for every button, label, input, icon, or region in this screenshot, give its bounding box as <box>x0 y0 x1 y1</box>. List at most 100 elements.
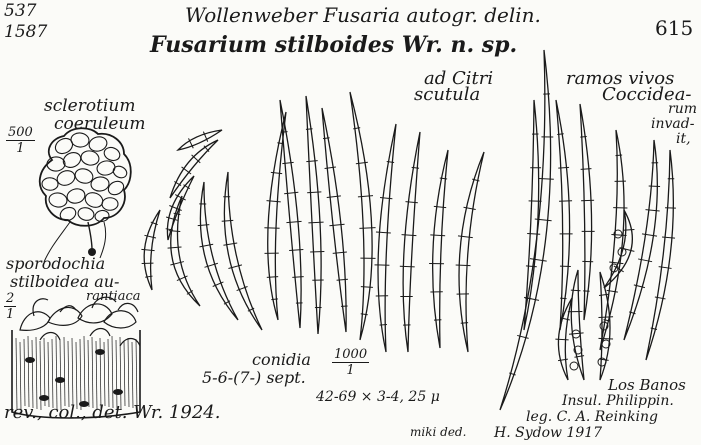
conidium-septum <box>433 205 447 209</box>
bark-hatch-line <box>27 335 30 408</box>
bark-hatch-line <box>119 336 122 411</box>
conidium <box>169 139 219 199</box>
conidium-septum <box>609 261 624 265</box>
conidium-septum <box>641 233 658 237</box>
conidium-septum <box>289 248 304 252</box>
sclerotium-cell <box>84 192 104 208</box>
conidium <box>455 151 485 353</box>
conidium-septum <box>336 278 348 281</box>
conidium-septum <box>360 286 373 288</box>
chlamydospore <box>573 345 583 355</box>
conidium-septum <box>306 160 318 163</box>
bark-spot <box>39 395 49 401</box>
sclerotium-cell <box>41 177 59 191</box>
conidium-outline <box>570 269 585 381</box>
conidium-outline <box>623 139 658 341</box>
plate-number: 615 <box>655 16 694 40</box>
conidium <box>579 103 595 321</box>
conidium-septum <box>560 317 570 321</box>
conidium-septum <box>623 228 635 231</box>
sporodochium-tuft <box>19 311 51 331</box>
conidium-septum <box>570 289 581 292</box>
conidium-outline <box>645 149 675 361</box>
bark-hatch-line <box>107 338 110 408</box>
revision-line: rev., col., det. Wr. 1924. <box>4 402 221 423</box>
label-sporodochia: sporodochia <box>6 254 106 273</box>
conidium-septum <box>580 136 587 138</box>
species-title: Fusarium stilboides Wr. n. sp. <box>150 32 518 58</box>
sporodochium-tuft <box>59 305 77 313</box>
conidium <box>141 209 161 291</box>
conidium-septum <box>286 220 302 224</box>
conidium <box>305 95 325 335</box>
conidium-septum <box>236 286 248 292</box>
conidium-septum <box>401 234 417 237</box>
chlamydospore <box>569 361 579 371</box>
conidium-outline <box>402 131 421 353</box>
conidium-septum <box>359 227 376 229</box>
label-sclerotium: sclerotium <box>44 96 136 116</box>
conidium-septum <box>661 236 676 239</box>
conidium <box>645 149 676 361</box>
label-miki-ded: miki ded. <box>410 425 467 439</box>
bark-hatch-line <box>31 339 34 409</box>
bark-hatch-line <box>15 337 18 410</box>
bark-hatch-line <box>79 338 82 411</box>
conidium-outline <box>377 123 397 353</box>
sclerotium-cell <box>112 165 128 179</box>
bark-hatch-line <box>115 339 118 410</box>
conidium-septum <box>606 289 618 293</box>
conidium-septum <box>167 246 182 249</box>
chlamydospore <box>597 357 607 367</box>
conidium-septum <box>538 178 554 180</box>
conidium <box>399 131 421 353</box>
conidium-septum <box>472 178 480 182</box>
chlamydospore <box>617 247 627 257</box>
conidia-drawings <box>141 49 676 411</box>
chlamydospore <box>571 329 581 339</box>
bark-spot <box>113 389 123 395</box>
collection-number-top: 537 <box>4 1 37 21</box>
bark-hatch-line <box>43 337 46 407</box>
label-locality-2: Insul. Philippin. <box>562 393 674 409</box>
conidium-septum <box>141 248 155 252</box>
conidium-septum <box>145 275 153 278</box>
label-septation: 5-6-(7-) sept. <box>202 368 306 387</box>
bark-hatch-line <box>135 338 138 410</box>
conidium-outline <box>458 151 485 353</box>
bark-hatch-line <box>67 340 70 408</box>
sclerotium-cell <box>74 168 94 184</box>
conidium-septum <box>529 258 547 262</box>
conidium <box>429 149 449 349</box>
conidium <box>264 111 287 321</box>
conidium-septum <box>357 195 374 198</box>
sclerotium-cell <box>80 150 100 166</box>
sclerotium-cells <box>41 132 128 223</box>
conidium-septum <box>247 307 255 312</box>
conidium <box>167 195 201 307</box>
conidium-septum <box>284 191 299 195</box>
bark-spot <box>79 401 89 407</box>
conidium-septum <box>379 197 393 200</box>
conidium-septum <box>270 171 283 175</box>
conidium-septum <box>463 206 476 210</box>
bark-hatch-line <box>47 341 50 408</box>
conidium <box>349 91 376 341</box>
conidium-septum <box>165 216 178 221</box>
bark-hatch-line <box>87 339 90 408</box>
conidium <box>197 181 239 321</box>
conidium-septum <box>264 227 280 229</box>
sclerotium-cell <box>107 180 125 196</box>
label-collector: leg. C. A. Reinking <box>526 409 659 425</box>
conidium-septum <box>555 338 569 341</box>
conidium-septum <box>186 290 194 295</box>
conidium-septum <box>386 160 395 163</box>
conidium-septum <box>509 372 516 376</box>
conidium-outline <box>599 271 611 381</box>
sclerotium-cell <box>77 207 95 221</box>
conidium-septum <box>174 194 186 201</box>
conidium-septum <box>170 261 184 266</box>
conidium-septum <box>199 243 214 248</box>
bark-hatch-line <box>75 341 78 410</box>
magnification-conidia-denominator: 1 <box>346 363 355 378</box>
